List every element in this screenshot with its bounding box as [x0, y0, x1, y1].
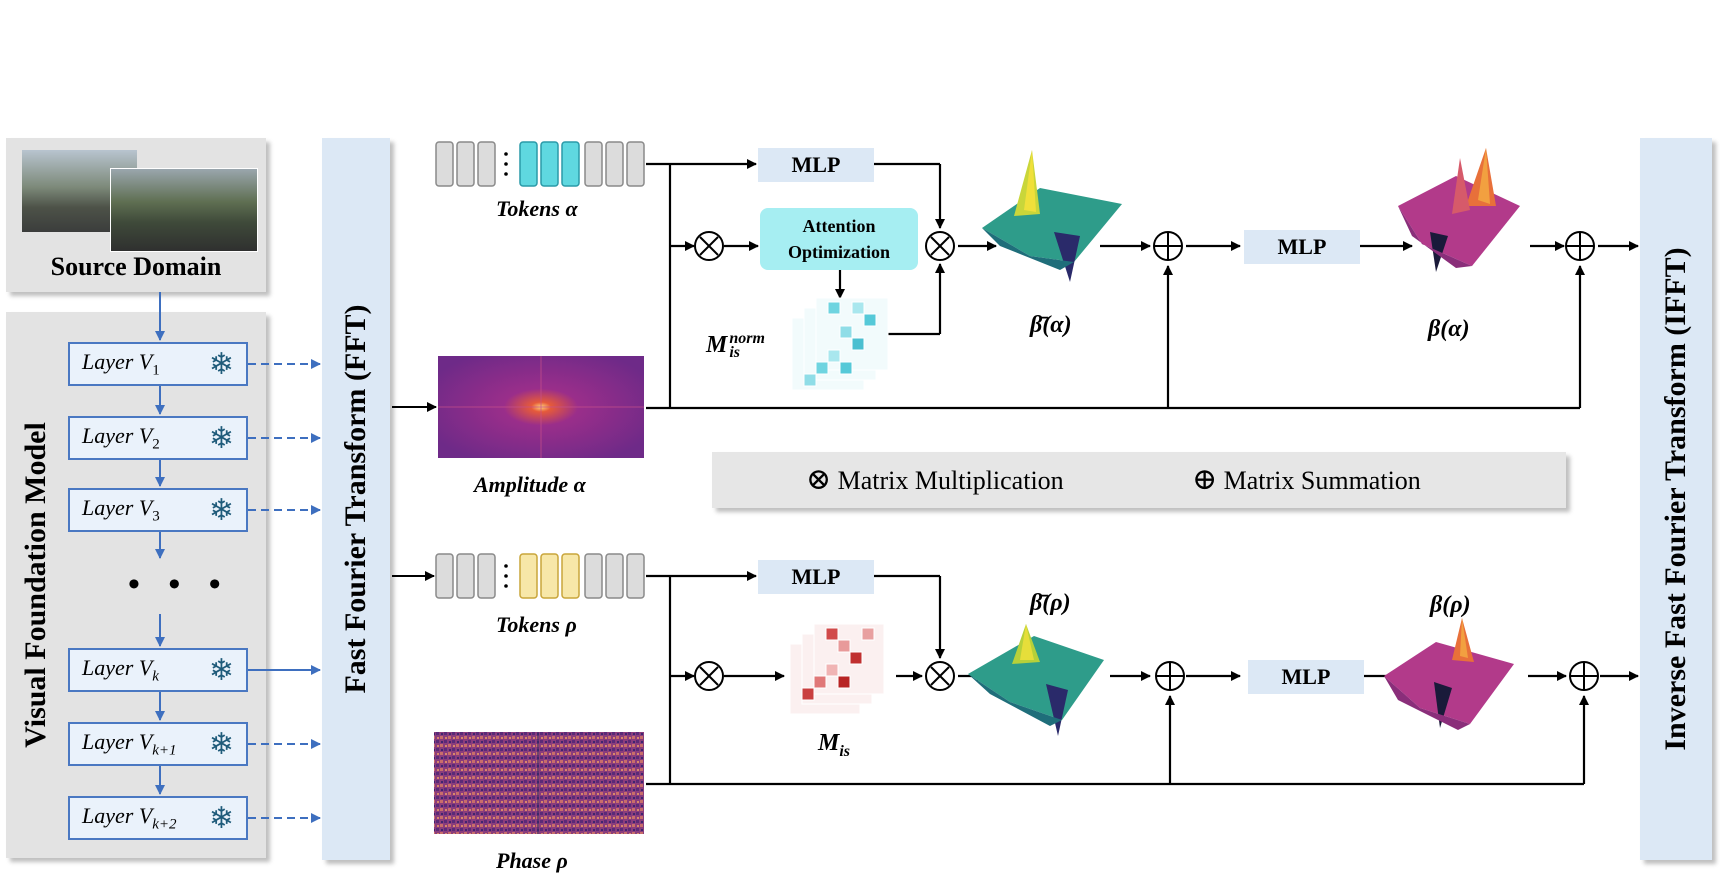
layer-vk1: Layer Vk+1 ❄ [68, 722, 248, 766]
layer-ellipsis: • • • [128, 566, 231, 603]
source-domain-label: Source Domain [50, 252, 222, 281]
beta-rho-surface [1384, 618, 1514, 730]
snowflake-icon: ❄ [208, 494, 234, 527]
multiply-icon: ⊗ [806, 463, 832, 496]
source-domain-panel: Source Domain [6, 138, 266, 292]
attention-matrix-norm [791, 297, 889, 391]
instance-matrix [789, 623, 885, 715]
multiply-icon [694, 231, 724, 261]
layer-vk: Layer Vk ❄ [68, 648, 248, 692]
snowflake-icon: ❄ [208, 348, 234, 381]
source-image-front [110, 168, 258, 252]
plus-icon [1569, 661, 1599, 691]
matrix-is-label: Mis [818, 730, 851, 760]
layer-to-fft-arrows [248, 359, 321, 823]
amplitude-branch-wires [646, 159, 1639, 410]
layer-vk2-label: Layer Vk+2 [82, 802, 177, 833]
tokens-alpha-strip [435, 141, 645, 187]
mlp-alpha-1: MLP [758, 148, 874, 182]
layer-v1: Layer V1 ❄ [68, 342, 248, 386]
layer-vk1-label: Layer Vk+1 [82, 728, 177, 759]
legend: ⊗ Matrix Multiplication ⊕ Matrix Summati… [712, 452, 1566, 508]
amplitude-label: Amplitude α [474, 472, 586, 497]
multiply-icon [694, 661, 724, 691]
snowflake-icon: ❄ [208, 422, 234, 455]
layer-v3-label: Layer V3 [82, 494, 160, 525]
mlp-rho-2: MLP [1248, 660, 1364, 694]
multiply-icon [925, 231, 955, 261]
beta-bar-alpha-surface [982, 150, 1122, 282]
plus-icon [1155, 661, 1185, 691]
layer-v1-label: Layer V1 [82, 348, 160, 379]
multiply-icon [925, 661, 955, 691]
fft-output-arrows [392, 402, 437, 581]
operator-symbols [694, 231, 1599, 691]
phase-label: Phase ρ [496, 848, 568, 873]
beta-bar-rho-label: β̄(ρ) [1030, 590, 1071, 616]
beta-alpha-label: β(α) [1428, 316, 1470, 342]
layer-vk-label: Layer Vk [82, 654, 159, 685]
attention-optimization-box: Attention Optimization [760, 208, 918, 270]
mlp-rho-1: MLP [758, 560, 874, 594]
plus-icon [1153, 231, 1183, 261]
legend-multiply: ⊗ Matrix Multiplication [806, 463, 1064, 496]
tokens-rho-strip [435, 553, 645, 599]
layer-v3: Layer V3 ❄ [68, 488, 248, 532]
beta-rho-label: β(ρ) [1430, 592, 1471, 618]
layer-v2: Layer V2 ❄ [68, 416, 248, 460]
plus-icon [1565, 231, 1595, 261]
fft-panel: Fast Fourier Transform (FFT) [322, 138, 390, 860]
layer-v2-label: Layer V2 [82, 422, 160, 453]
ifft-panel: Inverse Fast Fourier Transform (IFFT) [1640, 138, 1712, 860]
snowflake-icon: ❄ [208, 654, 234, 687]
plus-icon: ⊕ [1192, 463, 1218, 496]
mlp-alpha-2: MLP [1244, 230, 1360, 264]
beta-bar-alpha-label: β̄(α) [1030, 312, 1072, 338]
snowflake-icon: ❄ [208, 728, 234, 761]
beta-bar-rho-surface [968, 624, 1104, 736]
legend-sum: ⊕ Matrix Summation [1192, 463, 1421, 496]
snowflake-icon: ❄ [208, 802, 234, 835]
beta-alpha-surface [1398, 148, 1520, 272]
tokens-alpha-label: Tokens α [496, 196, 578, 221]
vfm-panel: Visual Foundation Model [6, 312, 266, 858]
tokens-rho-label: Tokens ρ [496, 612, 577, 637]
layer-vk2: Layer Vk+2 ❄ [68, 796, 248, 840]
